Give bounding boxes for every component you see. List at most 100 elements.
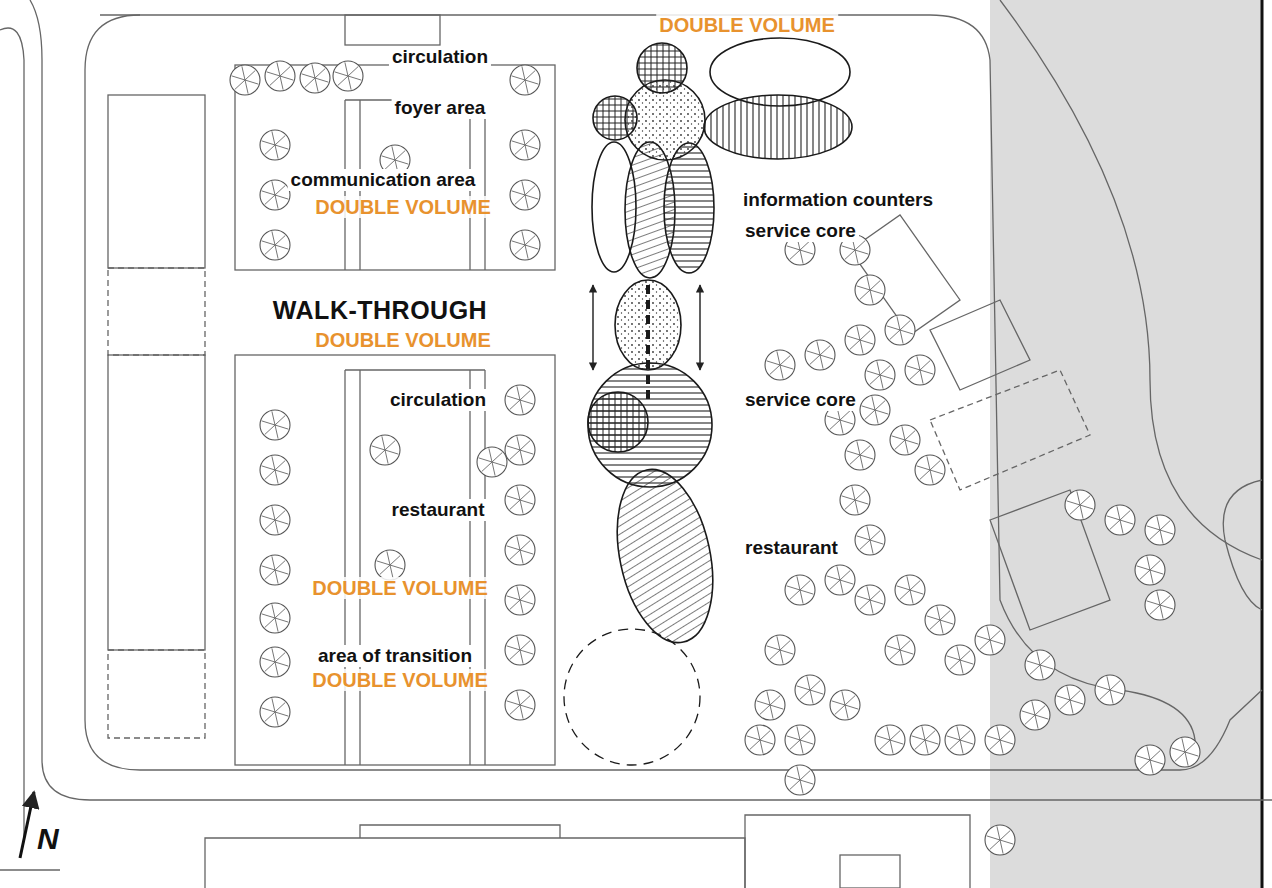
tree-spoke bbox=[867, 276, 870, 290]
tree-crown bbox=[477, 447, 507, 477]
tree-spoke bbox=[810, 690, 823, 694]
tree-symbol bbox=[925, 605, 955, 635]
tree-spoke bbox=[517, 486, 520, 500]
tree-spoke bbox=[905, 440, 918, 444]
tree-spoke bbox=[855, 490, 865, 500]
tree-crown bbox=[785, 725, 815, 755]
tree-spoke bbox=[747, 736, 760, 740]
tree-spoke bbox=[780, 650, 783, 664]
tree-crown bbox=[865, 360, 895, 390]
tree-spoke bbox=[1067, 686, 1070, 700]
tree-spoke bbox=[1160, 605, 1173, 609]
tree-crown bbox=[260, 410, 290, 440]
tree-spoke bbox=[1057, 696, 1070, 700]
tree-spoke bbox=[517, 536, 520, 550]
tree-spoke bbox=[905, 430, 915, 440]
tree-crown bbox=[985, 825, 1015, 855]
tree-spoke bbox=[525, 195, 538, 199]
tree-spoke bbox=[275, 135, 285, 145]
tree-symbol bbox=[785, 765, 815, 795]
tree-symbol bbox=[975, 625, 1005, 655]
tree-spoke bbox=[990, 640, 1003, 644]
tree-spoke bbox=[272, 648, 275, 662]
tree-spoke bbox=[915, 740, 925, 750]
tree-spoke bbox=[262, 466, 275, 470]
tree-spoke bbox=[875, 410, 878, 424]
tree-spoke bbox=[272, 131, 275, 145]
tree-spoke bbox=[797, 726, 800, 740]
tree-crown bbox=[510, 65, 540, 95]
tree-spoke bbox=[797, 686, 810, 690]
road-curve bbox=[1000, 0, 1262, 560]
tree-spoke bbox=[1160, 605, 1163, 619]
space-label: service core bbox=[742, 220, 859, 242]
tree-crown bbox=[510, 130, 540, 160]
tree-spoke bbox=[780, 365, 793, 369]
tree-crown bbox=[910, 725, 940, 755]
tree-spoke bbox=[275, 195, 278, 209]
tree-spoke bbox=[348, 76, 361, 80]
tree-spoke bbox=[860, 540, 870, 550]
space-label: area of transition bbox=[315, 645, 475, 667]
tree-symbol bbox=[860, 395, 890, 425]
tree-spoke bbox=[950, 740, 960, 750]
tree-spoke bbox=[517, 436, 520, 450]
tree-spoke bbox=[522, 131, 525, 145]
tree-spoke bbox=[842, 496, 855, 500]
tree-spoke bbox=[232, 76, 245, 80]
tree-spoke bbox=[960, 730, 970, 740]
tree-symbol bbox=[1065, 490, 1095, 520]
tree-spoke bbox=[990, 640, 993, 654]
tree-spoke bbox=[1107, 516, 1120, 520]
tree-spoke bbox=[997, 726, 1000, 740]
tree-crown bbox=[505, 535, 535, 565]
tree-spoke bbox=[1140, 570, 1150, 580]
tree-spoke bbox=[892, 436, 905, 440]
bubble bbox=[664, 143, 714, 273]
tree-spoke bbox=[525, 145, 538, 149]
tree-spoke bbox=[1150, 760, 1153, 774]
tree-spoke bbox=[1110, 520, 1120, 530]
tree-crown bbox=[845, 440, 875, 470]
tree-spoke bbox=[245, 70, 255, 80]
tree-symbol bbox=[825, 565, 855, 595]
tree-spoke bbox=[997, 826, 1000, 840]
bubble bbox=[593, 96, 637, 140]
tree-spoke bbox=[857, 326, 860, 340]
tree-spoke bbox=[865, 410, 875, 420]
tree-spoke bbox=[265, 195, 275, 205]
tree-spoke bbox=[275, 712, 278, 726]
tree-symbol bbox=[865, 360, 895, 390]
tree-spoke bbox=[1035, 705, 1045, 715]
tree-symbol bbox=[830, 690, 860, 720]
tree-spoke bbox=[380, 565, 390, 575]
tree-crown bbox=[1135, 745, 1165, 775]
space-label: circulation bbox=[389, 46, 491, 68]
tree-crown bbox=[825, 565, 855, 595]
tree-spoke bbox=[275, 425, 278, 439]
tree-spoke bbox=[272, 181, 275, 195]
trees bbox=[230, 61, 1200, 855]
tree-spoke bbox=[1150, 560, 1160, 570]
volume-note: DOUBLE VOLUME bbox=[309, 669, 491, 691]
tree-spoke bbox=[510, 400, 520, 410]
tree-spoke bbox=[820, 345, 830, 355]
tree-crown bbox=[925, 605, 955, 635]
tree-symbol bbox=[505, 635, 535, 665]
tree-symbol bbox=[885, 315, 915, 345]
site-boundary bbox=[85, 15, 140, 70]
tree-spoke bbox=[1077, 491, 1080, 505]
tree-spoke bbox=[845, 705, 858, 709]
tree-symbol bbox=[1055, 685, 1085, 715]
building-dashed bbox=[108, 268, 205, 355]
tree-crown bbox=[370, 435, 400, 465]
tree-spoke bbox=[275, 662, 278, 676]
tree-spoke bbox=[520, 705, 523, 719]
tree-spoke bbox=[1070, 690, 1080, 700]
tree-symbol bbox=[1145, 515, 1175, 545]
tree-spoke bbox=[1160, 520, 1170, 530]
strip bbox=[344, 370, 345, 765]
tree-spoke bbox=[275, 195, 288, 199]
tree-spoke bbox=[520, 550, 533, 554]
tree-symbol bbox=[875, 725, 905, 755]
